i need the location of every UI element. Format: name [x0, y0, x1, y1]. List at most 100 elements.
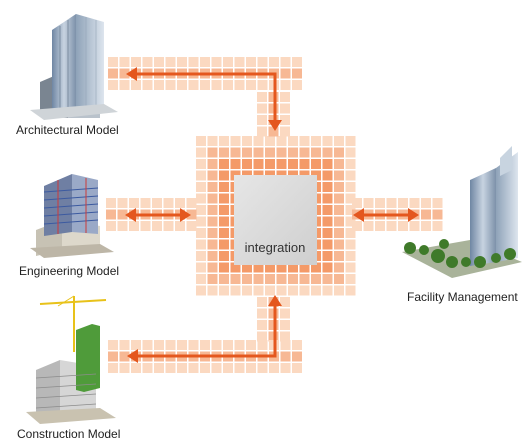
- tile: [219, 159, 229, 169]
- tile: [119, 68, 130, 79]
- tile: [117, 209, 128, 220]
- tile: [334, 262, 344, 273]
- flow-arrows: [125, 67, 419, 363]
- tile: [257, 103, 267, 114]
- tile: [117, 198, 128, 208]
- tile: [257, 115, 267, 125]
- tile: [207, 262, 218, 273]
- tile: [253, 262, 264, 273]
- tile: [230, 136, 241, 146]
- tile: [322, 136, 333, 146]
- tile: [196, 262, 206, 273]
- tile: [165, 80, 176, 90]
- arrow-head-left-con: [127, 349, 138, 363]
- tile: [280, 126, 290, 137]
- tile: [196, 239, 206, 250]
- tile: [257, 363, 268, 373]
- tile: [119, 363, 130, 373]
- tile: [345, 228, 356, 238]
- tile: [230, 147, 241, 158]
- tile: [242, 285, 252, 296]
- tile: [152, 198, 162, 208]
- tile: [345, 216, 356, 227]
- arrow-head-up: [268, 295, 282, 306]
- tile: [280, 103, 290, 114]
- tile: [311, 262, 321, 273]
- tile: [280, 92, 290, 102]
- tile: [154, 340, 164, 350]
- tile: [334, 205, 344, 215]
- tile: [299, 159, 310, 169]
- tile: [196, 285, 206, 296]
- tile: [131, 340, 141, 350]
- tile: [257, 80, 268, 90]
- tile: [119, 57, 130, 67]
- tile: [207, 228, 218, 238]
- tile: [276, 136, 287, 146]
- tile: [345, 205, 356, 215]
- tile: [334, 182, 344, 192]
- tile: [257, 320, 267, 330]
- tile: [219, 170, 229, 181]
- tile: [322, 262, 333, 273]
- tile: [280, 308, 290, 319]
- tile: [131, 57, 141, 67]
- tile: [322, 159, 333, 169]
- tile: [352, 221, 362, 231]
- tile: [207, 170, 218, 181]
- tile: [280, 351, 291, 362]
- tile: [276, 159, 287, 169]
- tile: [345, 170, 356, 181]
- tile: [299, 285, 310, 296]
- tile: [234, 57, 245, 67]
- tile: [288, 147, 298, 158]
- tile: [196, 182, 206, 192]
- tile: [242, 274, 252, 284]
- tile: [265, 136, 275, 146]
- label-integration: integration: [244, 240, 306, 255]
- tile: [345, 262, 356, 273]
- tile: [268, 126, 279, 137]
- label-architectural-model: Architectural Model: [16, 123, 119, 137]
- tile: [196, 205, 206, 215]
- tile: [288, 285, 298, 296]
- tile: [299, 262, 310, 273]
- tile: [345, 274, 356, 284]
- tile: [265, 285, 275, 296]
- structural-model-icon: [30, 174, 114, 258]
- tile: [154, 80, 164, 90]
- tile: [345, 285, 356, 296]
- tile: [257, 57, 268, 67]
- tile: [288, 159, 298, 169]
- tile: [230, 285, 241, 296]
- arrow-architectural-to-integration: [135, 72, 277, 122]
- tile: [207, 274, 218, 284]
- tile: [207, 239, 218, 250]
- tile: [200, 363, 210, 373]
- tile: [269, 57, 279, 67]
- tile: [375, 221, 385, 231]
- tile: [311, 136, 321, 146]
- tile: [363, 221, 374, 231]
- tile: [119, 340, 130, 350]
- tile: [223, 363, 233, 373]
- tile: [219, 147, 229, 158]
- tile: [265, 262, 275, 273]
- arrow-integration-to-construction: [136, 304, 277, 358]
- tile: [207, 193, 218, 204]
- tile: [119, 80, 130, 90]
- tile: [432, 221, 443, 231]
- tile: [334, 193, 344, 204]
- tile: [257, 331, 267, 342]
- tile: [234, 363, 245, 373]
- tile: [186, 221, 197, 231]
- tile: [280, 57, 291, 67]
- label-engineering-model: Engineering Model: [19, 264, 120, 278]
- tile: [288, 136, 298, 146]
- tile: [108, 351, 118, 362]
- tile: [292, 340, 302, 350]
- tile: [196, 251, 206, 261]
- tile: [219, 239, 229, 250]
- tile: [188, 80, 199, 90]
- tile: [196, 193, 206, 204]
